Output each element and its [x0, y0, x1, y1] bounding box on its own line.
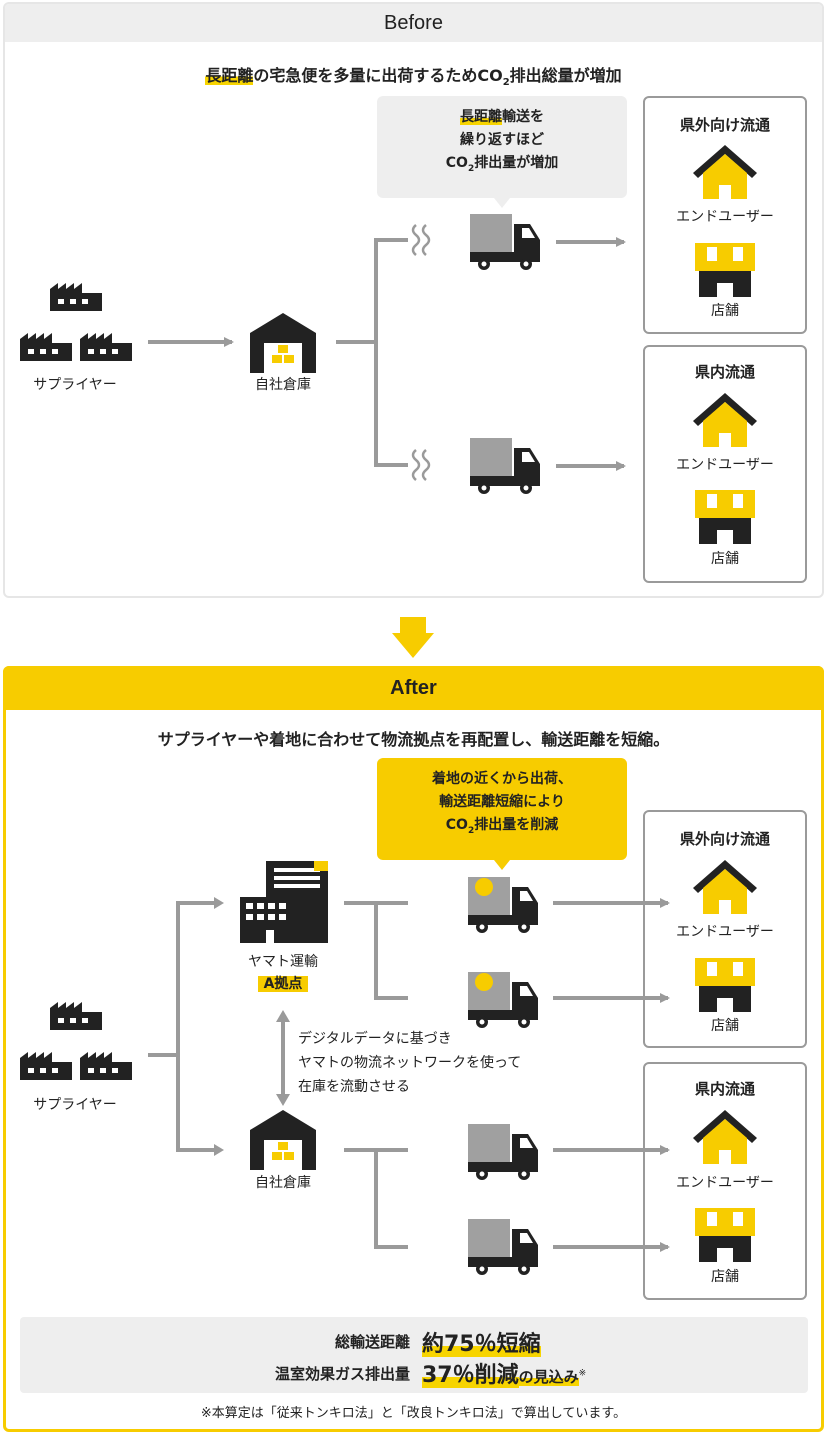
after-dest-inner-store: 店舗 [711, 1269, 739, 1285]
footnote: ※本算定は「従来トンキロ法」と「改良トンキロ法」で算出しています。 [200, 1406, 627, 1421]
after-bubble-line3-sub: 2 [467, 825, 475, 836]
before-bubble-tail [494, 198, 510, 208]
after-bubble-line2: 輸送距離短縮により [439, 794, 565, 810]
after-dest-inner-title: 県内流通 [694, 1080, 755, 1098]
arrow-to-hub [214, 897, 224, 909]
after-bubble-line3-post: 排出量を削減 [474, 817, 559, 833]
warehouse-icon [250, 1110, 316, 1170]
factory-icon [80, 1052, 132, 1080]
before-dest-outer-enduser: エンドユーザー [676, 209, 774, 225]
factory-icon [80, 333, 132, 361]
after-dest-inner-enduser: エンドユーザー [676, 1175, 774, 1191]
after-header: After [3, 666, 824, 710]
before-heading: 長距離の宅急便を多量に出荷するためCO2排出総量が増加 [5, 62, 822, 88]
after-hub-label2: A拠点 [257, 976, 309, 992]
heat-wave-icon [411, 448, 431, 482]
truck-icon [470, 438, 540, 494]
before-bubble-line3-sub: 2 [467, 163, 475, 174]
after-digital-text: デジタルデータに基づき ヤマトの物流ネットワークを使って 在庫を流動させる [298, 1027, 521, 1099]
after-warehouse-label: 自社倉庫 [255, 1175, 311, 1191]
after-hub-branch [344, 901, 408, 1000]
summary-row1-value-wrap: 約75％短縮 [422, 1326, 541, 1358]
summary-row2-suffix: の見込み [518, 1368, 579, 1386]
office-building-icon [240, 861, 328, 943]
after-warehouse-branch [344, 1148, 408, 1249]
double-arrow-down [276, 1094, 290, 1106]
before-heading-highlight: 長距離 [205, 66, 254, 85]
after-digital-line2: ヤマトの物流ネットワークを使って [298, 1055, 522, 1071]
truck-icon [470, 214, 540, 270]
house-icon [693, 1110, 757, 1164]
summary-row1-value: 約75％短縮 [422, 1332, 541, 1357]
house-icon [693, 145, 757, 199]
before-bubble-line2: 繰り返すほど [460, 132, 544, 148]
store-icon [695, 1208, 755, 1262]
before-dest-inner-title: 県内流通 [694, 363, 755, 381]
summary-row2-label: 温室効果ガス排出量 [274, 1365, 410, 1383]
store-icon [695, 490, 755, 544]
before-dest-outer-store: 店舗 [711, 303, 739, 319]
before-heading-sub: 2 [502, 77, 510, 89]
summary-box [20, 1317, 808, 1393]
before-bubble-line1: 輸送を [502, 109, 544, 125]
after-dest-outer-title: 県外向け流通 [679, 830, 770, 848]
store-icon [695, 958, 755, 1012]
factory-icon [20, 1052, 72, 1080]
summary-row2-mark: ※ [578, 1368, 587, 1379]
after-dest-outer-enduser: エンドユーザー [676, 924, 774, 940]
summary-row2-value-wrap: 37％削減の見込み※ [422, 1357, 586, 1389]
after-bubble-tail [494, 860, 510, 870]
truck-icon [468, 1219, 538, 1275]
after-bubble: 着地の近くから出荷、 輸送距離短縮により CO2排出量を削減 [377, 758, 627, 860]
before-branch-lines [336, 238, 408, 467]
before-header: Before [5, 4, 822, 42]
house-icon [693, 393, 757, 447]
yellow-dot-icon [475, 878, 493, 896]
after-bubble-line3-pre: CO [445, 817, 468, 833]
after-title: After [390, 677, 437, 699]
factory-icon [20, 333, 72, 361]
after-supplier-branch [148, 901, 220, 1152]
before-warehouse-label: 自社倉庫 [255, 377, 311, 393]
house-icon [693, 860, 757, 914]
before-dest-inner-store: 店舗 [711, 551, 739, 567]
after-digital-line1: デジタルデータに基づき [298, 1031, 452, 1047]
warehouse-icon [250, 313, 316, 373]
before-bubble-line3-pre: CO [445, 155, 468, 171]
after-hub-label1: ヤマト運輸 [248, 954, 318, 970]
after-dest-outer-store: 店舗 [711, 1018, 739, 1034]
yellow-dot-icon [475, 973, 493, 991]
before-heading-text: の宅急便を多量に出荷するためCO [253, 66, 503, 85]
truck-icon [468, 1124, 538, 1180]
after-hub-label2-wrap: A拠点 [228, 973, 338, 993]
arrow-to-warehouse [214, 1144, 224, 1156]
factory-icon [50, 1002, 102, 1030]
down-arrow-icon [392, 617, 434, 658]
factory-icon [50, 283, 102, 311]
summary-row1-label: 総輸送距離 [334, 1333, 410, 1351]
summary-row2-value: 37％削減 [422, 1363, 519, 1388]
before-heading-end: 排出総量が増加 [509, 66, 622, 85]
before-dest-inner-enduser: エンドユーザー [676, 457, 774, 473]
after-bubble-line1: 着地の近くから出荷、 [432, 771, 572, 787]
before-bubble-line3-post: 排出量が増加 [474, 155, 559, 171]
store-icon [695, 243, 755, 297]
before-supplier-label: サプライヤー [33, 377, 117, 393]
before-dest-outer-title: 県外向け流通 [679, 116, 770, 134]
after-digital-line3: 在庫を流動させる [298, 1079, 410, 1095]
before-title: Before [384, 12, 443, 34]
double-arrow-up [276, 1010, 290, 1022]
before-bubble: 長距離輸送を 繰り返すほど CO2排出量が増加 [377, 96, 627, 198]
after-supplier-label: サプライヤー [33, 1097, 117, 1113]
heat-wave-icon [411, 223, 431, 257]
after-heading: サプライヤーや着地に合わせて物流拠点を再配置し、輸送距離を短縮。 [157, 730, 670, 749]
before-bubble-hl: 長距離 [460, 109, 502, 125]
